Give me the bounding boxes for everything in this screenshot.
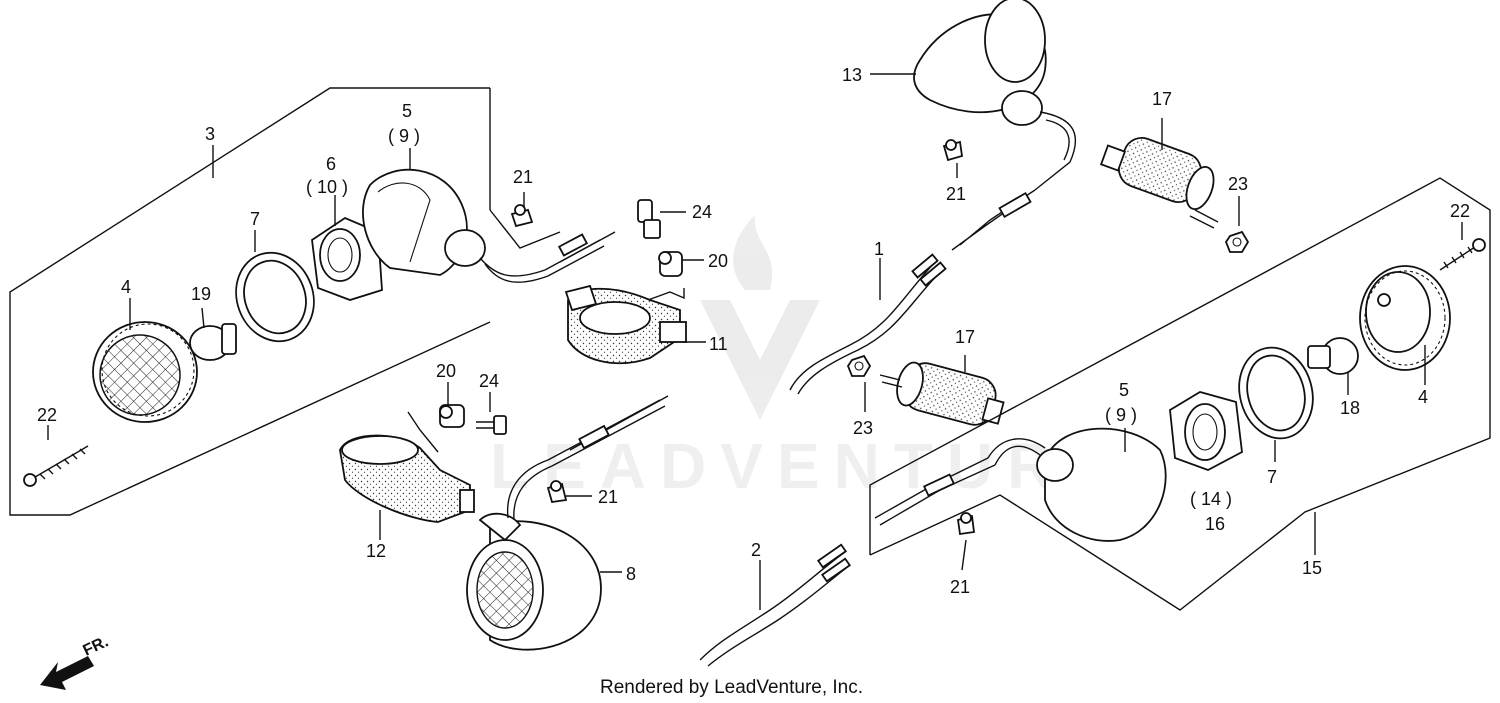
label-part-18: 18 <box>1340 398 1360 418</box>
label-part-7-right: 7 <box>1267 467 1277 487</box>
bolt-21-right-top <box>942 139 964 162</box>
leader-lines <box>47 73 1463 610</box>
label-part-22-right: 22 <box>1450 201 1470 221</box>
label-part-6: 6 <box>326 154 336 174</box>
label-part-5-right: 5 <box>1119 380 1129 400</box>
nut-23-right <box>1224 230 1250 253</box>
label-part-12: 12 <box>366 541 386 561</box>
label-part-1: 1 <box>874 239 884 259</box>
turn-signal-13 <box>913 0 1077 251</box>
label-part-21-right-top: 21 <box>946 184 966 204</box>
bolt-24-top <box>637 199 661 239</box>
screw-left <box>23 445 89 487</box>
label-part-24-top: 24 <box>692 202 712 222</box>
gasket-left <box>235 251 315 343</box>
harness-1 <box>789 253 947 395</box>
bolt-21-right-bottom <box>956 512 976 536</box>
harness-2 <box>699 543 852 667</box>
collar-20-mid <box>439 404 465 428</box>
clamp-11 <box>564 284 687 365</box>
label-part-23-right: 23 <box>1228 174 1248 194</box>
label-part-7-left: 7 <box>250 209 260 229</box>
collar-20-top <box>658 251 683 277</box>
label-part-21-mid: 21 <box>598 487 618 507</box>
label-part-10: ( 10 ) <box>306 177 348 197</box>
lens-left <box>92 321 198 423</box>
label-part-17-mid: 17 <box>955 327 975 347</box>
label-part-15: 15 <box>1302 558 1322 578</box>
label-part-9-right: ( 9 ) <box>1105 405 1137 425</box>
label-part-11: 11 <box>709 334 728 354</box>
socket-left <box>311 216 383 301</box>
nut-23-mid <box>846 354 872 377</box>
label-part-14: ( 14 ) <box>1190 489 1232 509</box>
watermark-logo <box>700 215 820 420</box>
part-labels: 1 2 3 4 4 5 ( 9 ) 5 ( 9 ) 6 ( 10 ) 7 7 8… <box>37 65 1470 597</box>
bracket-line-top <box>647 288 685 301</box>
label-part-19: 19 <box>191 284 211 304</box>
front-direction-arrow <box>40 656 94 690</box>
front-direction-label: FR. <box>81 633 112 659</box>
label-part-2: 2 <box>751 540 761 560</box>
label-part-21-top: 21 <box>513 167 533 187</box>
housing-right <box>874 427 1167 542</box>
left-assembly-outline <box>9 87 561 516</box>
credit-text: Rendered by LeadVenture, Inc. <box>600 677 863 698</box>
label-part-16: 16 <box>1205 514 1225 534</box>
label-part-17-top: 17 <box>1152 89 1172 109</box>
bolt-24-mid <box>476 415 507 435</box>
label-part-21-right-bottom: 21 <box>950 577 970 597</box>
label-part-3: 3 <box>205 124 215 144</box>
label-part-20-top: 20 <box>708 251 728 271</box>
label-part-9-left: ( 9 ) <box>388 126 420 146</box>
label-part-5-left: 5 <box>402 101 412 121</box>
socket-right <box>1169 391 1243 471</box>
lens-right <box>1359 265 1451 371</box>
bolt-21-top <box>510 204 534 228</box>
label-part-4-right: 4 <box>1418 387 1428 407</box>
relay-17-top <box>1099 136 1219 229</box>
label-part-22-left: 22 <box>37 405 57 425</box>
label-part-24-mid: 24 <box>479 371 499 391</box>
bracket-line-mid <box>407 411 439 453</box>
turn-signal-8 <box>466 395 669 651</box>
clamp-12 <box>339 434 475 523</box>
relay-17-mid <box>879 361 1005 426</box>
label-part-4-left: 4 <box>121 277 131 297</box>
bolt-21-mid <box>546 480 568 504</box>
bulb-18 <box>1307 337 1359 375</box>
label-part-13: 13 <box>842 65 862 85</box>
housing-left <box>362 168 616 283</box>
label-part-23-mid: 23 <box>853 418 873 438</box>
label-part-8: 8 <box>626 564 636 584</box>
gasket-right <box>1238 346 1314 440</box>
bulb-19 <box>189 323 237 361</box>
right-assembly-outline <box>869 177 1491 611</box>
screw-right <box>1439 238 1486 271</box>
label-part-20-mid: 20 <box>436 361 456 381</box>
